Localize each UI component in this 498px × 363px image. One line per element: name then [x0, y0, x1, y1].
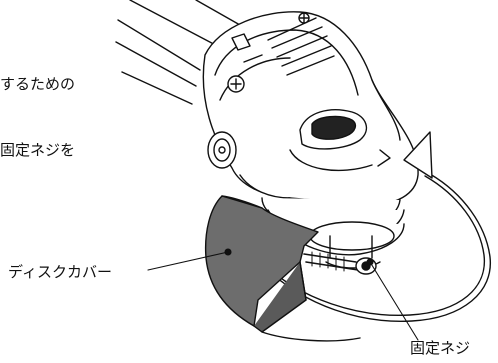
label-fixing-screw: 固定ネジ [410, 339, 471, 357]
leader-lines [147, 248, 419, 341]
motor-housing [115, 0, 241, 105]
leader-disk-cover [147, 251, 229, 271]
label-partial-top-1: するための [0, 75, 76, 93]
disk-cover [204, 195, 361, 342]
label-disk-cover: ディスクカバー [8, 263, 112, 281]
label-partial-top-2: 固定ネジを [0, 141, 76, 159]
leader-fixing-screw-dot [366, 258, 374, 266]
leader-fixing-screw [369, 261, 419, 341]
gear-head [202, 11, 433, 206]
leader-disk-cover-dot [224, 248, 232, 256]
saw-blade [261, 173, 491, 323]
